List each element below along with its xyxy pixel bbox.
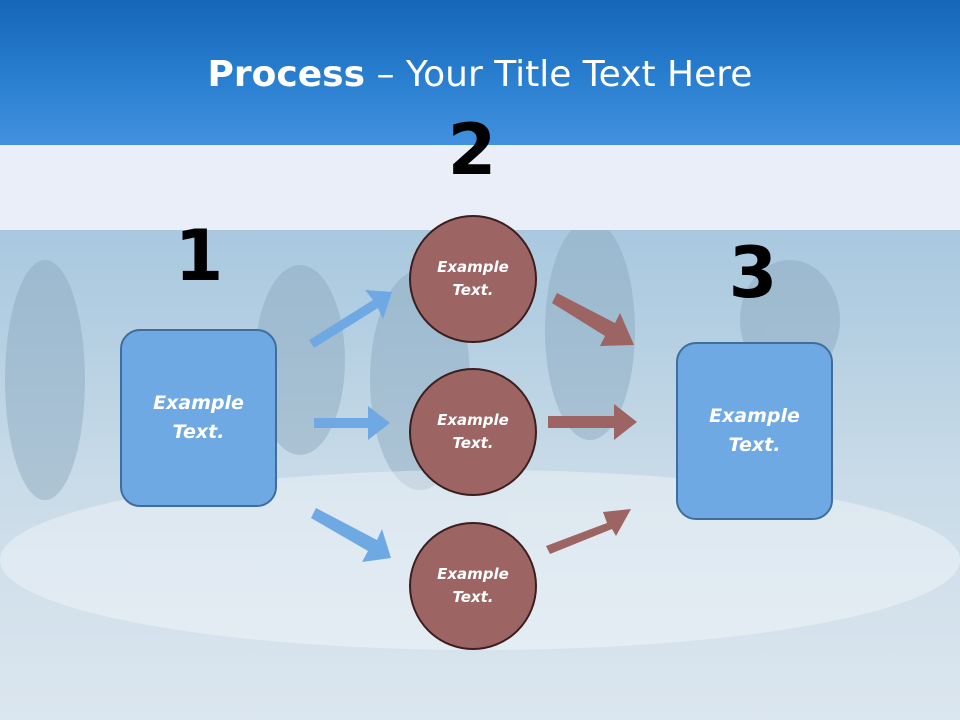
blue-arrow-down	[311, 508, 391, 562]
left-box-text: Example Text.	[153, 392, 244, 443]
title-bold: Process	[207, 54, 366, 95]
circle-middle: Example Text.	[409, 368, 537, 496]
step-number-3: 3	[728, 232, 778, 314]
circle-bottom-text: Example Text.	[437, 565, 509, 606]
circle-middle-text: Example Text.	[437, 411, 509, 452]
title-rest: – Your Title Text Here	[365, 54, 753, 95]
step-number-2: 2	[447, 109, 497, 191]
red-arrow-up	[546, 509, 631, 554]
left-box: Example Text.	[120, 329, 277, 507]
red-arrow-right	[548, 404, 637, 440]
red-arrow-down	[552, 293, 634, 346]
blue-arrow-up	[309, 290, 392, 348]
right-box-text: Example Text.	[709, 405, 800, 456]
circle-top-text: Example Text.	[437, 258, 509, 299]
blue-arrow-right	[314, 406, 390, 440]
circle-bottom: Example Text.	[409, 522, 537, 650]
header-bar	[0, 0, 960, 145]
circle-top: Example Text.	[409, 215, 537, 343]
slide-title: Process – Your Title Text Here	[0, 54, 960, 96]
right-box: Example Text.	[676, 342, 833, 520]
step-number-1: 1	[174, 215, 224, 297]
